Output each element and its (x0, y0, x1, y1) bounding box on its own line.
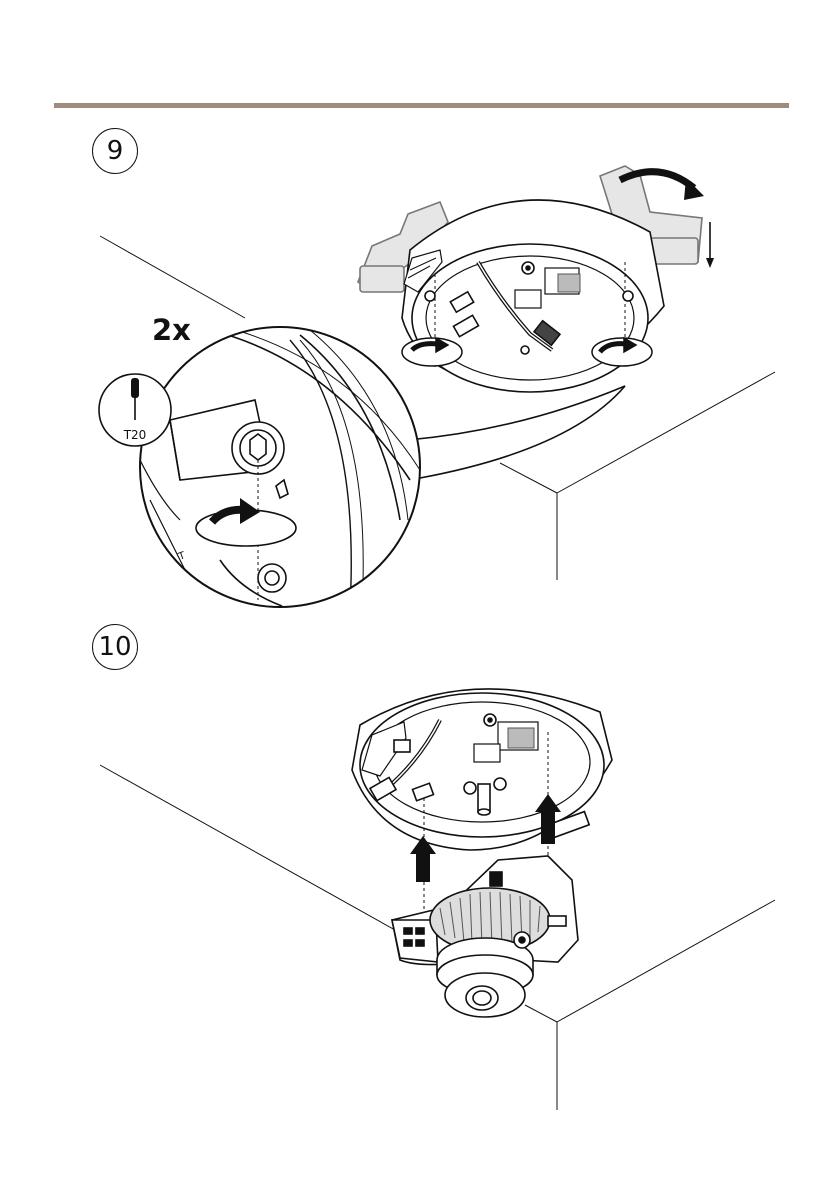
step-9-illustration: T T20 2x (0, 110, 839, 610)
zoom-detail: T (140, 326, 420, 608)
multiplier-label: 2x (152, 313, 191, 347)
tool-label: T20 (123, 428, 147, 442)
down-arrow-icon (706, 222, 714, 268)
top-rule (54, 103, 789, 108)
screwdriver-icon: T20 (99, 374, 171, 446)
step-10-illustration (0, 600, 839, 1160)
zoom-connector (408, 386, 625, 478)
